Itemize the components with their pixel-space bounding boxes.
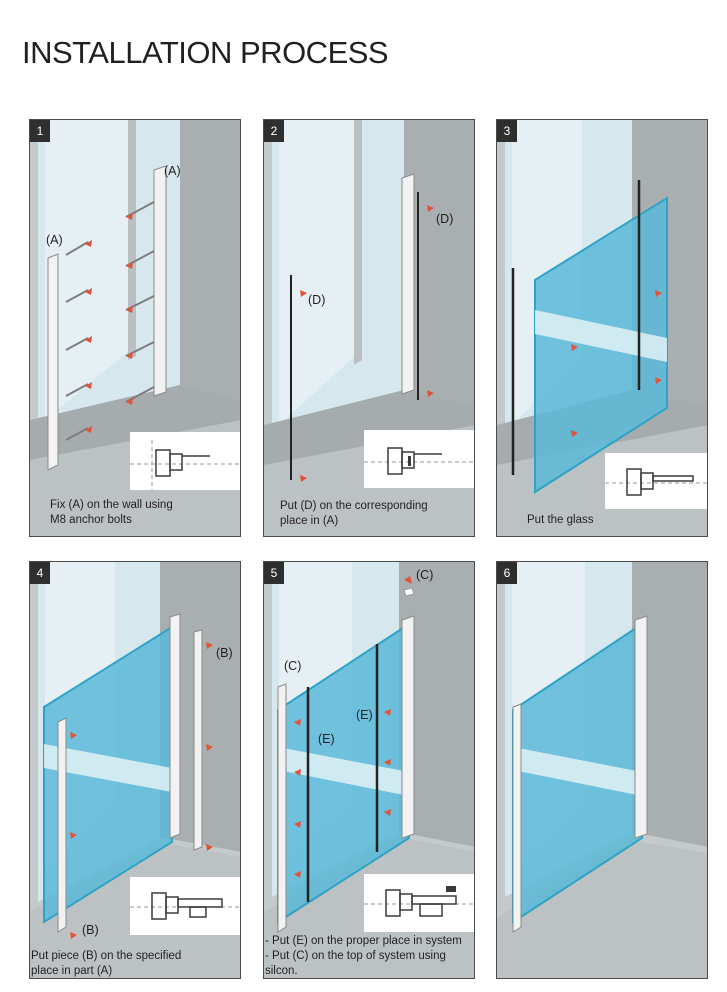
profile-detail-view: [130, 432, 240, 490]
step-6-illustration: [497, 562, 707, 978]
callout-c-left: (C): [284, 659, 302, 673]
caption-line: Fix (A) on the wall using: [50, 499, 173, 511]
step-4-panel: 4 (B) (B) Put piece (B) on the specified…: [29, 561, 241, 979]
caption-line: place in part (A): [31, 965, 113, 977]
callout-e-right: (E): [356, 708, 373, 722]
caption-line: place in (A): [280, 515, 339, 527]
step-number-badge: 2: [264, 120, 284, 142]
caption-line: M8 anchor bolts: [50, 514, 132, 526]
step-number-badge: 1: [30, 120, 50, 142]
step-caption: Put (D) on the corresponding place in (A…: [280, 499, 428, 529]
caption-line: Put piece (B) on the specified: [31, 950, 182, 962]
step-1-panel: 1 (A) (A) Fix (A) on the wall using M8 a…: [29, 119, 241, 537]
callout-a-left: (A): [46, 233, 63, 247]
profile-cross-section: [605, 468, 707, 496]
profile-detail-view: [364, 430, 474, 488]
profile-cross-section: [130, 440, 240, 490]
step-2-panel: 2 (D) (D) Put (D) on the corresponding p…: [263, 119, 475, 537]
step-caption: Put the glass: [527, 513, 593, 528]
step-1-illustration: [30, 120, 240, 536]
profile-detail-view: [364, 874, 474, 932]
profile-cross-section: [364, 886, 474, 917]
callout-b-right: (B): [216, 646, 233, 660]
step-number-badge: 4: [30, 562, 50, 584]
callout-d-right: (D): [436, 212, 454, 226]
callout-d-left: (D): [308, 293, 326, 307]
caption-line: - Put (E) on the proper place in system: [265, 935, 462, 947]
callout-c-top: (C): [416, 568, 434, 582]
caption-line: silcon.: [265, 965, 298, 977]
profile-detail-view: [605, 453, 707, 509]
callout-b-left: (B): [82, 923, 99, 937]
step-caption: - Put (E) on the proper place in system …: [265, 934, 462, 978]
step-number-badge: 5: [264, 562, 284, 584]
profile-cross-section: [364, 447, 474, 475]
step-number-badge: 6: [497, 562, 517, 584]
step-caption: Put piece (B) on the specified place in …: [31, 949, 182, 978]
page-title: INSTALLATION PROCESS: [22, 34, 389, 70]
step-6-panel: 6: [496, 561, 708, 979]
profile-cross-section: [130, 892, 240, 920]
step-caption: Fix (A) on the wall using M8 anchor bolt…: [50, 498, 173, 528]
caption-line: Put (D) on the corresponding: [280, 500, 428, 512]
step-4-illustration: [30, 562, 240, 978]
step-3-panel: 3 Put the glass: [496, 119, 708, 537]
callout-e-left: (E): [318, 732, 335, 746]
callout-a-right: (A): [164, 164, 181, 178]
caption-line: Put the glass: [527, 514, 594, 526]
caption-line: - Put (C) on the top of system using: [265, 950, 446, 962]
step-2-illustration: [264, 120, 474, 536]
profile-detail-view: [130, 877, 240, 935]
step-5-panel: 5 (C) (C) (E) (E) - Put (E) on the prope…: [263, 561, 475, 979]
step-number-badge: 3: [497, 120, 517, 142]
